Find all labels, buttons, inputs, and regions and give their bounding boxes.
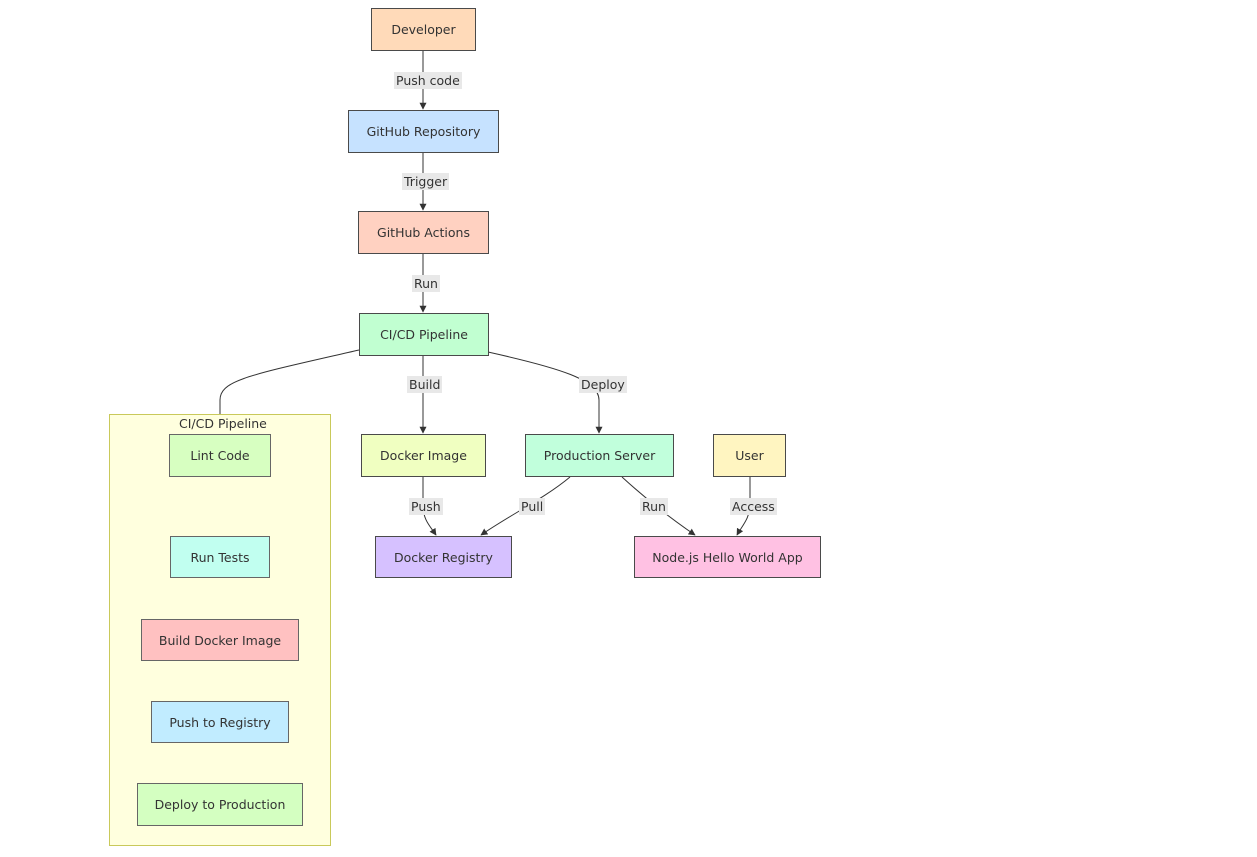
- node-deploy-to-production[interactable]: Deploy to Production: [137, 783, 303, 826]
- node-docker-image[interactable]: Docker Image: [361, 434, 486, 477]
- edge-label-pull: Pull: [519, 498, 546, 515]
- node-push-to-registry[interactable]: Push to Registry: [151, 701, 289, 743]
- node-github-actions[interactable]: GitHub Actions: [358, 211, 489, 254]
- edge-label-push: Push: [409, 498, 443, 515]
- node-lint-code[interactable]: Lint Code: [169, 434, 271, 477]
- edge-cicd-server: [487, 351, 603, 434]
- node-user[interactable]: User: [713, 434, 786, 477]
- edge-cicd-lint: [216, 349, 360, 434]
- node-github-repository[interactable]: GitHub Repository: [348, 110, 499, 153]
- edge-label-trigger: Trigger: [402, 173, 450, 190]
- edge-label-run-app: Run: [640, 498, 668, 515]
- edge-label-access: Access: [730, 498, 777, 515]
- node-docker-registry[interactable]: Docker Registry: [375, 536, 512, 578]
- edge-label-push-code: Push code: [394, 72, 462, 89]
- node-cicd-pipeline[interactable]: CI/CD Pipeline: [359, 313, 489, 356]
- node-developer[interactable]: Developer: [371, 8, 476, 51]
- edge-label-run-pipeline: Run: [412, 275, 440, 292]
- node-production-server[interactable]: Production Server: [525, 434, 674, 477]
- edge-label-deploy: Deploy: [579, 376, 627, 393]
- node-build-docker-image[interactable]: Build Docker Image: [141, 619, 299, 661]
- cicd-subgraph-title: CI/CD Pipeline: [179, 416, 267, 431]
- node-nodejs-hello-world-app[interactable]: Node.js Hello World App: [634, 536, 821, 578]
- edge-label-build: Build: [407, 376, 443, 393]
- node-run-tests[interactable]: Run Tests: [170, 536, 270, 578]
